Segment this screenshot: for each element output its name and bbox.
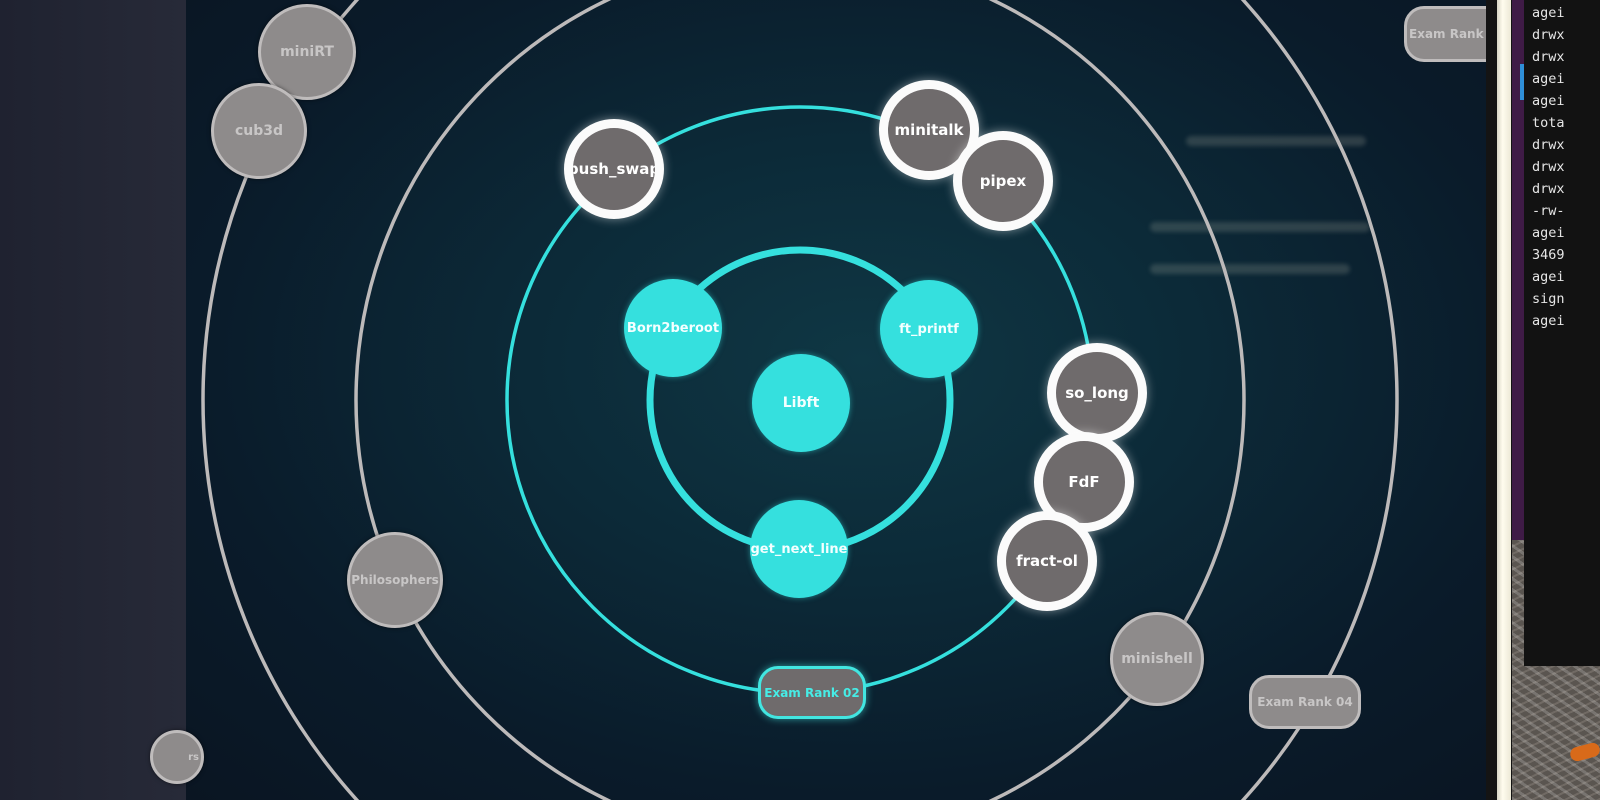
node-label: Exam Rank 02: [764, 685, 860, 700]
node-label: minitalk: [894, 121, 964, 139]
node-minishell[interactable]: minishell: [1110, 612, 1204, 706]
light-reflection: [1186, 136, 1366, 146]
node-label: minishell: [1121, 651, 1193, 667]
terminal-line: -rw-: [1532, 203, 1565, 219]
node-cub3d[interactable]: cub3d: [211, 83, 307, 179]
light-reflection: [1150, 264, 1350, 274]
terminal-line: agei: [1532, 5, 1565, 21]
monitor-frame-edge: [1497, 0, 1511, 800]
terminal-line: tota: [1532, 115, 1565, 131]
node-ft-printf[interactable]: ft_printf: [880, 280, 978, 378]
node-label: push_swap: [567, 160, 661, 178]
terminal-line: agei: [1532, 313, 1565, 329]
node-label: Exam Rank 03: [1409, 27, 1505, 41]
node-exam-rank-04[interactable]: Exam Rank 04: [1249, 675, 1361, 729]
terminal-line: drwx: [1532, 159, 1565, 175]
node-label: cub3d: [234, 123, 284, 139]
node-label: Born2beroot: [626, 320, 720, 336]
ring-4-locked: [201, 0, 1399, 800]
node-label: Libft: [782, 395, 820, 411]
node-philosophers[interactable]: Philosophers: [347, 532, 443, 628]
terminal-line: agei: [1532, 93, 1565, 109]
node-fract-ol[interactable]: fract-ol: [997, 511, 1097, 611]
node-partial-bottom-left[interactable]: rs: [150, 730, 204, 784]
terminal-window[interactable]: agei drwx drwx agei agei tota drwx drwx …: [1524, 0, 1600, 666]
desktop-dock-strip: [1512, 0, 1524, 540]
node-get-next-line[interactable]: get_next_line: [750, 500, 848, 598]
terminal-line: drwx: [1532, 181, 1565, 197]
node-label: pipex: [979, 172, 1027, 190]
terminal-line: sign: [1532, 291, 1565, 307]
node-label: so_long: [1065, 384, 1129, 402]
terminal-line: 3469: [1532, 247, 1565, 263]
node-label: FdF: [1068, 473, 1100, 491]
node-label: miniRT: [280, 44, 334, 60]
light-reflection: [1150, 222, 1370, 232]
terminal-line: agei: [1532, 269, 1565, 285]
ring-3-locked: [354, 0, 1246, 800]
node-push-swap[interactable]: push_swap: [564, 119, 664, 219]
node-label: Exam Rank 04: [1257, 695, 1353, 709]
node-pipex[interactable]: pipex: [953, 131, 1053, 231]
node-label: ft_printf: [899, 321, 959, 337]
node-label: fract-ol: [1016, 552, 1078, 570]
node-exam-rank-02[interactable]: Exam Rank 02: [758, 666, 866, 719]
terminal-line: agei: [1532, 225, 1565, 241]
terminal-line: drwx: [1532, 137, 1565, 153]
node-born2beroot[interactable]: Born2beroot: [624, 279, 722, 377]
node-libft[interactable]: Libft: [752, 354, 850, 452]
terminal-line: drwx: [1532, 49, 1565, 65]
node-so-long[interactable]: so_long: [1047, 343, 1147, 443]
terminal-line: agei: [1532, 71, 1565, 87]
node-label: Philosophers: [351, 573, 439, 587]
monitor-bezel-left: [0, 0, 186, 800]
node-label: get_next_line: [750, 541, 848, 557]
node-label: rs: [188, 751, 199, 763]
terminal-line: drwx: [1532, 27, 1565, 43]
